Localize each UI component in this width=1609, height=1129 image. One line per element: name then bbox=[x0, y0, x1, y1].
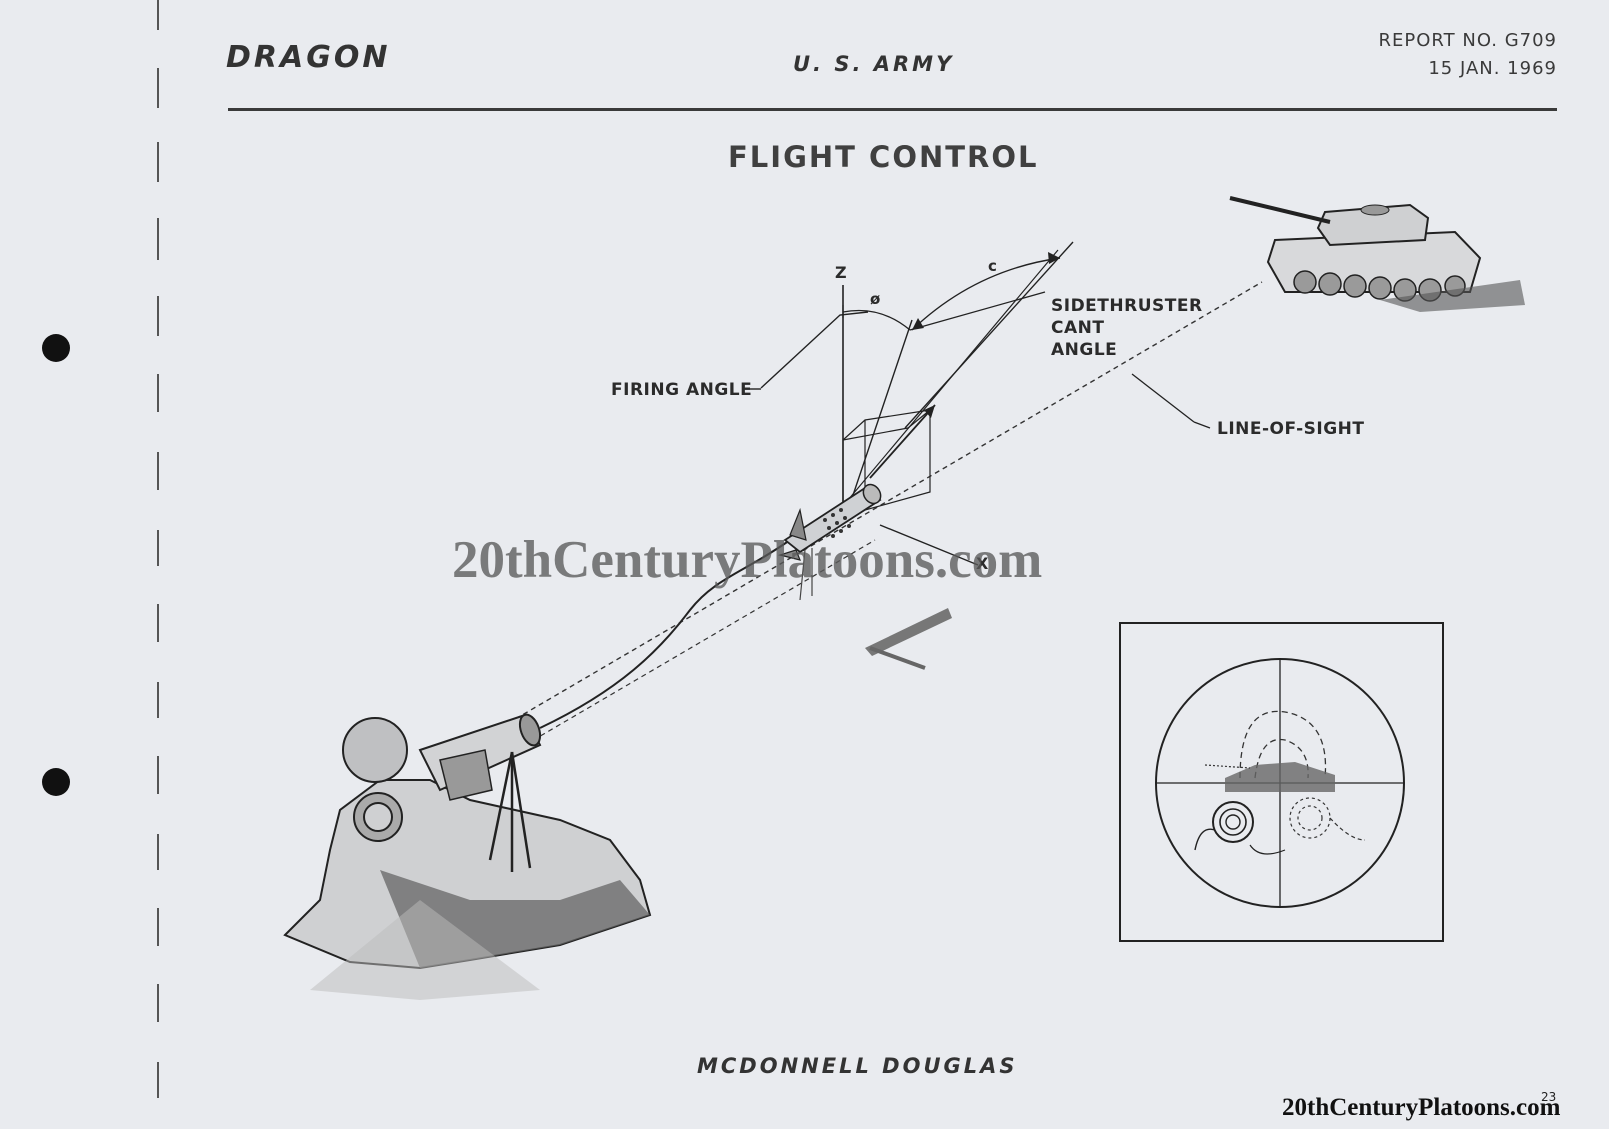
sidethruster-line3: ANGLE bbox=[1051, 340, 1118, 360]
report-number: REPORT NO. G709 bbox=[1378, 30, 1557, 51]
guidance-wire bbox=[539, 539, 791, 729]
x-axis-line bbox=[879, 524, 979, 566]
phi-angle-label: ø bbox=[870, 290, 881, 308]
page-title: FLIGHT CONTROL bbox=[728, 140, 1039, 174]
sidethruster-line1: SIDETHRUSTER bbox=[1051, 296, 1203, 316]
header-rule bbox=[228, 108, 1557, 111]
binder-hole bbox=[42, 334, 70, 362]
sight-view-inset bbox=[1119, 622, 1444, 942]
watermark-center: 20thCenturyPlatoons.com bbox=[452, 531, 1043, 589]
firing-angle-label: FIRING ANGLE bbox=[611, 380, 753, 400]
target-tank bbox=[1229, 196, 1525, 312]
page-number: 23 bbox=[1541, 1090, 1557, 1104]
report-date: 15 JAN. 1969 bbox=[1428, 58, 1557, 79]
binder-hole bbox=[42, 768, 70, 796]
sidethruster-line2: CANT bbox=[1051, 318, 1105, 338]
program-name: DRAGON bbox=[226, 40, 391, 75]
gunner-figure bbox=[283, 713, 652, 1000]
c-angle-label: c bbox=[988, 257, 998, 275]
manufacturer-name: MCDONNELL DOUGLAS bbox=[697, 1054, 1018, 1078]
sidethruster-cant-angle-label: SIDETHRUSTER CANT ANGLE bbox=[1051, 295, 1203, 361]
missile-body bbox=[777, 483, 882, 601]
missile-shadow bbox=[865, 608, 952, 670]
agency-name: U. S. ARMY bbox=[793, 52, 955, 76]
line-of-sight-label: LINE-OF-SIGHT bbox=[1217, 419, 1365, 439]
watermark-corner: 20thCenturyPlatoons.com bbox=[1282, 1094, 1561, 1121]
report-info: REPORT NO. G709 15 JAN. 1969 bbox=[1379, 27, 1557, 83]
z-axis-label: Z bbox=[835, 263, 848, 282]
x-axis-label: X bbox=[976, 554, 989, 573]
